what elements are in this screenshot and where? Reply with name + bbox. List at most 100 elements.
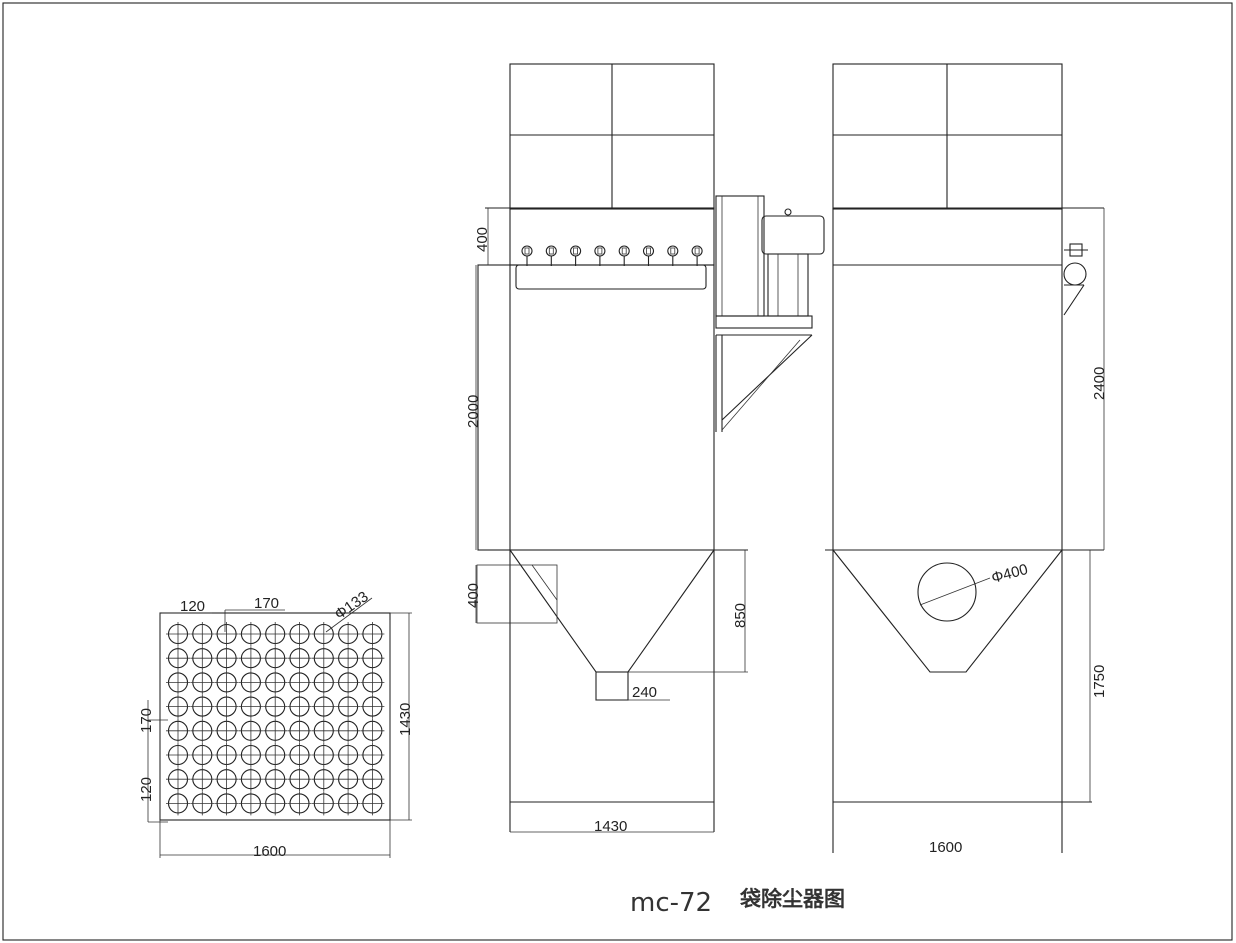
drawing-title: mc-72 袋除尘器图 [630,887,845,918]
bag-circle [166,694,190,719]
pulse-valve [545,245,557,266]
bag-circle [360,767,385,792]
pulse-valve [570,245,582,266]
bag-circle [238,622,263,646]
plan-dim-diameter: Φ133 [332,588,372,623]
motor [761,215,825,255]
fan-assembly [715,195,825,432]
front-view: 400 2000 400 850 240 1430 [465,63,825,835]
front-dim-width: 1430 [594,818,627,835]
pulse-valve [521,245,533,266]
bag-circle [311,622,336,646]
pulse-valve [691,245,703,266]
bag-circle [287,622,312,646]
bag-circle [238,646,263,671]
bag-circle [238,767,263,792]
side-dim-lower-height: 1750 [1091,665,1108,698]
front-header-box [509,207,715,266]
front-hopper [508,549,716,673]
bag-circle [166,622,190,646]
bag-circle [190,646,215,671]
bag-circle [166,743,190,767]
bag-circle [287,718,312,743]
bag-circle [336,743,361,767]
bag-circle [166,670,190,695]
front-dim-body-height: 2000 [465,395,482,428]
bag-circle [214,622,239,646]
bag-circle [287,767,312,792]
bag-circle [311,646,336,671]
bag-circle [214,743,239,767]
side-valve-detail [1063,243,1088,316]
side-hopper [831,549,1064,673]
plan-dim-depth: 1430 [397,703,414,736]
plan-dim-pitch-h: 170 [254,595,279,612]
plan-dim-width: 1600 [253,843,286,860]
bag-circle [336,694,361,719]
front-outlet [595,671,629,701]
bag-circle [238,743,263,767]
bag-circle [336,646,361,671]
pulse-valve [594,245,606,266]
pulse-valve [642,245,655,266]
bag-circle [360,646,385,671]
bag-circle [336,767,361,792]
bag-circle [214,646,239,671]
bag-circle [238,694,263,719]
bag-circle [311,718,336,743]
bag-circle [190,791,215,816]
bag-circle [263,622,288,646]
bag-circle [336,670,361,695]
plan-dim-spacing-h: 120 [180,598,205,615]
bag-circle [311,791,336,816]
bag-layout-plan: 120 170 Φ133 170 120 1430 1600 [138,588,414,860]
bag-circle [190,743,215,767]
bag-circle [311,743,336,767]
bag-circle [238,718,263,743]
bag-circle [238,670,263,695]
side-view: 2400 Φ400 1750 1600 [825,63,1108,856]
side-dim-upper-height: 2400 [1091,367,1108,400]
bag-circle [190,767,215,792]
bag-circle [360,743,385,767]
bag-circle [263,646,288,671]
bag-circle [336,791,361,816]
bag-circle [360,622,385,646]
bag-circle [360,718,385,743]
bag-circle [238,791,263,816]
front-dim-hopper-height: 850 [732,603,749,628]
bag-circle [190,694,215,719]
pulse-valve-row [521,245,703,266]
bag-circle-grid [166,622,385,816]
bag-circle [360,791,385,816]
bag-circle [336,718,361,743]
pulse-valve [667,245,679,266]
side-dim-width: 1600 [929,839,962,856]
bag-circle [360,670,385,695]
bag-circle [360,694,385,719]
front-dim-outlet-width: 240 [632,684,657,701]
plan-dim-pitch-v: 170 [138,708,155,733]
bag-circle [214,767,239,792]
bag-circle [287,694,312,719]
bag-circle [263,743,288,767]
bag-circle [166,767,190,792]
bag-circle [214,791,239,816]
bag-circle [287,670,312,695]
bag-circle [166,718,190,743]
bag-circle [263,767,288,792]
bag-circle [287,791,312,816]
bag-circle [311,670,336,695]
bag-circle [311,767,336,792]
bag-circle [214,670,239,695]
bag-circle [214,694,239,719]
bag-circle [263,670,288,695]
side-dim-inlet-diameter: Φ400 [990,561,1030,587]
bag-circle [287,743,312,767]
bag-circle [190,670,215,695]
bag-circle [214,718,239,743]
bag-circle [263,694,288,719]
title-code: mc-72 [630,888,712,918]
